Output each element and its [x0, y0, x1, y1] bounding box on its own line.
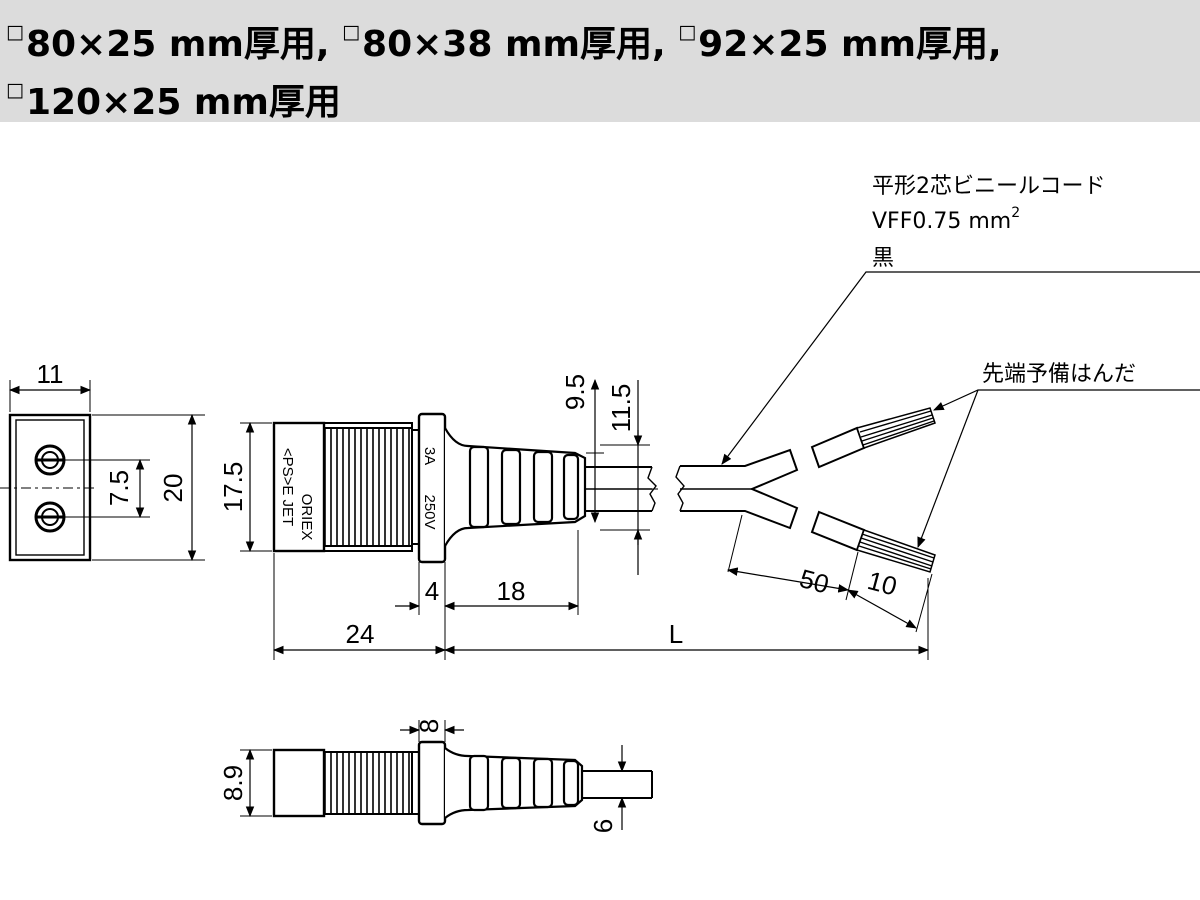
wire-strands-lower-lines: [858, 533, 935, 570]
terminal-lower: [34, 501, 66, 533]
dim-side-flange: 8: [414, 719, 444, 733]
front-view: [0, 380, 205, 562]
square-symbol: □: [342, 21, 361, 43]
title-banner: □80×25 mm厚用, □80×38 mm厚用, □92×25 mm厚用, □…: [0, 0, 1200, 125]
cord-spec-line1: 平形2芯ビニールコード: [872, 174, 1106, 199]
marking-rating-a: 3A: [421, 447, 438, 465]
title-size-92x25: 92×25 mm厚用,: [698, 24, 1002, 65]
title-line-1: □80×25 mm厚用, □80×38 mm厚用, □92×25 mm厚用,: [6, 10, 1002, 67]
dim-cord-a: 9.5: [560, 374, 590, 410]
marking-rating-b: 250V: [421, 494, 438, 529]
marking-brand-b: ORIEX: [298, 494, 315, 541]
tip-leader-lower: [917, 389, 979, 549]
plug-grip-ribs: [323, 427, 413, 547]
dim-front-pitch: 7.5: [104, 470, 134, 506]
cord-leader-line: [721, 271, 1200, 465]
plug-flange: [417, 412, 447, 564]
wire-insulation-upper: [810, 426, 866, 469]
cord-spec-line2: VFF0.75 mm2: [872, 205, 1020, 234]
cord-end: [675, 271, 1200, 633]
title-size-120x25: 120×25 mm厚用: [25, 82, 341, 123]
dim-body-height: 17.5: [218, 462, 248, 513]
marking-brand-a: <PS>E JET: [279, 448, 296, 526]
dim-side-cord: 6: [588, 819, 618, 833]
side-grip-ribs: [323, 751, 413, 815]
side-flange: [417, 740, 447, 826]
wire-strands-upper-lines: [859, 410, 935, 446]
wire-strands-upper: [856, 407, 936, 449]
tip-solder-label: 先端予備はんだ: [982, 362, 1136, 387]
top-view: [240, 378, 930, 660]
title-line-2: □120×25 mm厚用: [6, 68, 341, 125]
square-symbol: □: [6, 21, 24, 43]
boot-rings: [468, 445, 580, 529]
dim-plug-length: 24: [346, 619, 375, 649]
side-view: [240, 720, 653, 830]
dim-front-width: 11: [37, 359, 64, 389]
square-symbol: □: [678, 21, 697, 43]
dim-strip-a: 50: [796, 563, 832, 599]
dim-strip-b: 10: [864, 565, 900, 601]
wire-strands-lower: [856, 529, 936, 573]
terminal-upper: [34, 444, 66, 476]
side-head: [272, 748, 326, 818]
dim-boot: 18: [497, 576, 526, 606]
dim-flange: 4: [425, 576, 439, 606]
wire-insulation-lower: [810, 510, 866, 552]
title-size-80x38: 80×38 mm厚用,: [362, 24, 666, 65]
dim-front-height: 20: [158, 474, 188, 503]
dim-cord-b: 11.5: [606, 384, 636, 433]
title-size-80x25: 80×25 mm厚用,: [25, 24, 330, 65]
dim-cord-length: L: [669, 619, 683, 649]
square-symbol: □: [6, 79, 24, 101]
dim-side-thickness: 8.9: [218, 765, 248, 801]
cord-spec-color: 黒: [872, 246, 894, 271]
